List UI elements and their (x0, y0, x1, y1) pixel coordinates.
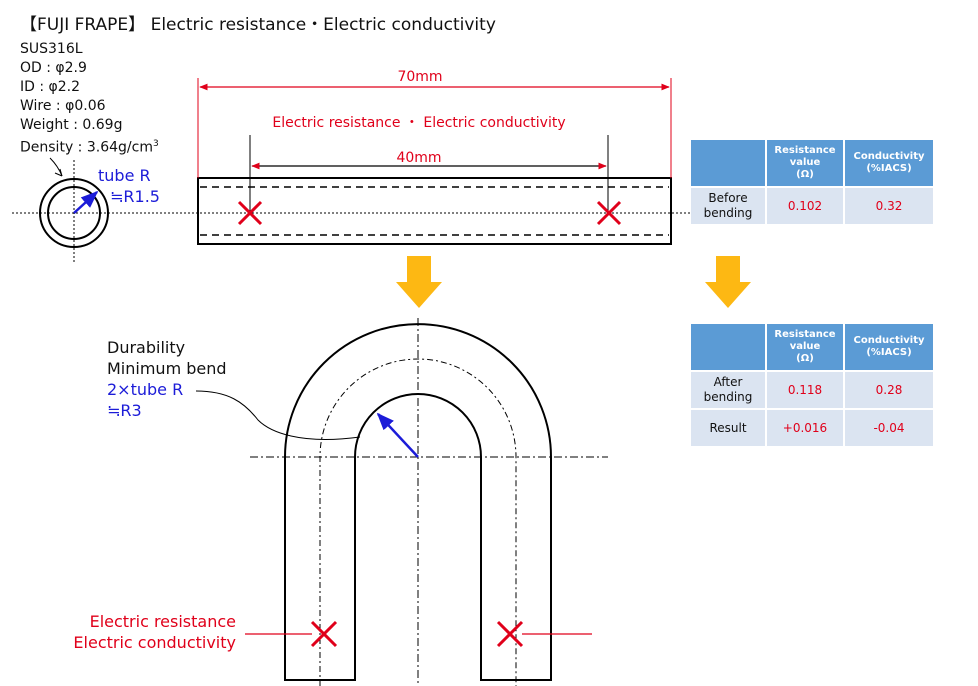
bent-tube: Durability Minimum bend 2×tube R ≒R3 Ele… (73, 318, 608, 686)
tube-outline (197, 177, 672, 245)
table-row: Before bending 0.102 0.32 (691, 188, 933, 224)
bend-note-r3: ≒R3 (107, 401, 142, 420)
bend-note-2xtube: 2×tube R (107, 380, 183, 399)
bend-leader (195, 390, 361, 440)
radius-arrow (73, 190, 99, 214)
down-arrow-right (705, 256, 751, 308)
table-before-bending: Resistance value (Ω) Conductivity (%IACS… (689, 138, 935, 226)
cell-resistance: +0.016 (767, 410, 843, 446)
table-after-bending: Resistance value (Ω) Conductivity (%IACS… (689, 322, 935, 448)
header-resistance: Resistance value (Ω) (767, 140, 843, 186)
u-bend-centerline (319, 358, 517, 686)
bend-measure-point-right (496, 620, 524, 648)
spec-od: OD : φ2.9 (20, 60, 87, 76)
cell-resistance: 0.102 (767, 188, 843, 224)
cell-conductivity: -0.04 (845, 410, 933, 446)
bend-note-durability: Durability (107, 338, 185, 357)
cross-section: tube R ≒R1.5 (12, 157, 690, 264)
spec-weight: Weight : 0.69g (20, 117, 123, 133)
straight-tube: 70mm Electric resistance ・ Electric cond… (197, 69, 672, 245)
spec-density: Density : 3.64g/cm3 (20, 139, 159, 156)
bend-radius-arrow (376, 412, 419, 458)
bottom-label-resistance: Electric resistance (90, 612, 236, 631)
row-label: After bending (691, 372, 765, 408)
u-bend-outline (284, 323, 552, 681)
table-corner (691, 140, 765, 186)
bend-measure-point-left (310, 620, 338, 648)
dim-70-label: 70mm (397, 69, 442, 85)
table-corner (691, 324, 765, 370)
spec-material: SUS316L (20, 41, 83, 57)
header-conductivity: Conductivity (%IACS) (845, 140, 933, 186)
cell-conductivity: 0.32 (845, 188, 933, 224)
measure-label: Electric resistance ・ Electric conductiv… (272, 115, 565, 131)
measure-point-right (596, 200, 622, 226)
spec-id: ID : φ2.2 (20, 79, 81, 95)
header-resistance: Resistance value (Ω) (767, 324, 843, 370)
page-title: 【FUJI FRAPE】 Electric resistance・Electri… (20, 15, 496, 35)
table-row: Result +0.016 -0.04 (691, 410, 933, 446)
row-label: Before bending (691, 188, 765, 224)
spec-wire: Wire : φ0.06 (20, 98, 106, 114)
dim-40-label: 40mm (396, 150, 441, 166)
cell-conductivity: 0.28 (845, 372, 933, 408)
header-conductivity: Conductivity (%IACS) (845, 324, 933, 370)
down-arrow-left (396, 256, 442, 308)
tube-r-value: ≒R1.5 (110, 187, 160, 206)
table-row: After bending 0.118 0.28 (691, 372, 933, 408)
bend-note-minimum: Minimum bend (107, 359, 227, 378)
cell-resistance: 0.118 (767, 372, 843, 408)
tube-specs: SUS316L OD : φ2.9 ID : φ2.2 Wire : φ0.06… (20, 40, 159, 158)
outer-circle (39, 178, 109, 248)
row-label: Result (691, 410, 765, 446)
inner-circle (47, 186, 101, 240)
bottom-label-conductivity: Electric conductivity (73, 633, 236, 652)
measure-point-left (237, 200, 263, 226)
tube-r-label: tube R (98, 166, 151, 185)
